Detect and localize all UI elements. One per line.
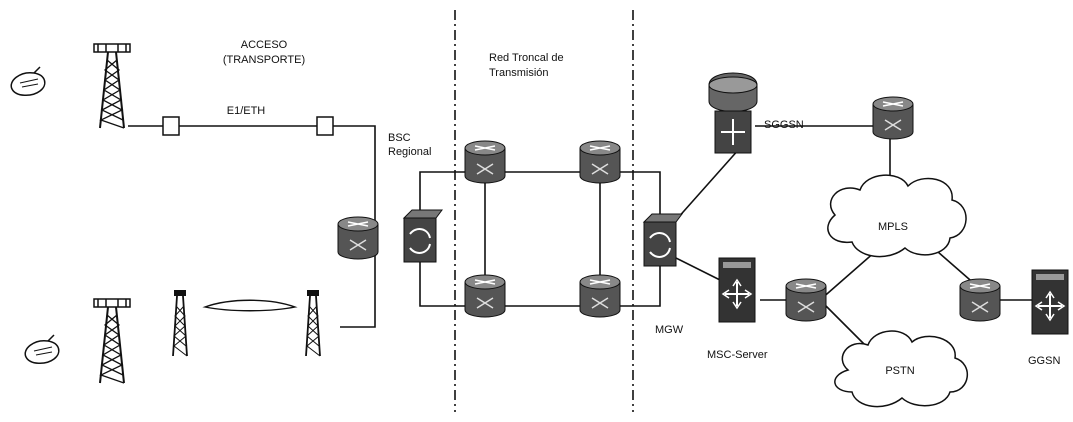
server-icon: [718, 257, 756, 323]
msc-server-label: MSC-Server: [707, 349, 768, 361]
router-icon: [785, 278, 827, 322]
e1-eth-label: E1/ETH: [227, 105, 266, 117]
router-icon: [337, 216, 379, 260]
ggsn-label: GGSN: [1028, 355, 1060, 367]
transport-label: (TRANSPORTE): [223, 54, 305, 66]
sggsn-node-icon: [708, 72, 758, 154]
cloud-icon: [827, 174, 967, 258]
microwave-antenna-icon: [172, 289, 188, 357]
microwave-link-icon: [202, 299, 298, 312]
mobile-phone-icon: [24, 334, 60, 365]
mgw-label: MGW: [655, 324, 684, 336]
cell-tower-icon: [93, 298, 131, 384]
bsc-regional-label: Regional: [388, 146, 431, 158]
switch-icon: [403, 209, 443, 263]
transport-node-box: [162, 116, 180, 136]
router-icon: [959, 278, 1001, 322]
sggsn-label: SGGSN: [764, 119, 804, 131]
router-icon: [872, 96, 914, 140]
server-icon: [1031, 269, 1069, 335]
cell-tower-icon: [93, 43, 131, 129]
backbone-label-line1: Red Troncal de: [489, 52, 564, 64]
switch-icon: [643, 213, 683, 267]
backbone-label-line2: Transmisión: [489, 67, 549, 79]
mpls-label: MPLS: [878, 221, 908, 233]
transport-node-box: [316, 116, 334, 136]
bsc-label: BSC: [388, 132, 411, 144]
router-icon: [579, 274, 621, 318]
pstn-label: PSTN: [885, 365, 914, 377]
router-icon: [464, 274, 506, 318]
mobile-phone-icon: [10, 66, 46, 97]
microwave-antenna-icon: [305, 289, 321, 357]
router-icon: [464, 140, 506, 184]
access-label: ACCESO: [241, 39, 288, 51]
router-icon: [579, 140, 621, 184]
cloud-icon: [834, 330, 969, 408]
